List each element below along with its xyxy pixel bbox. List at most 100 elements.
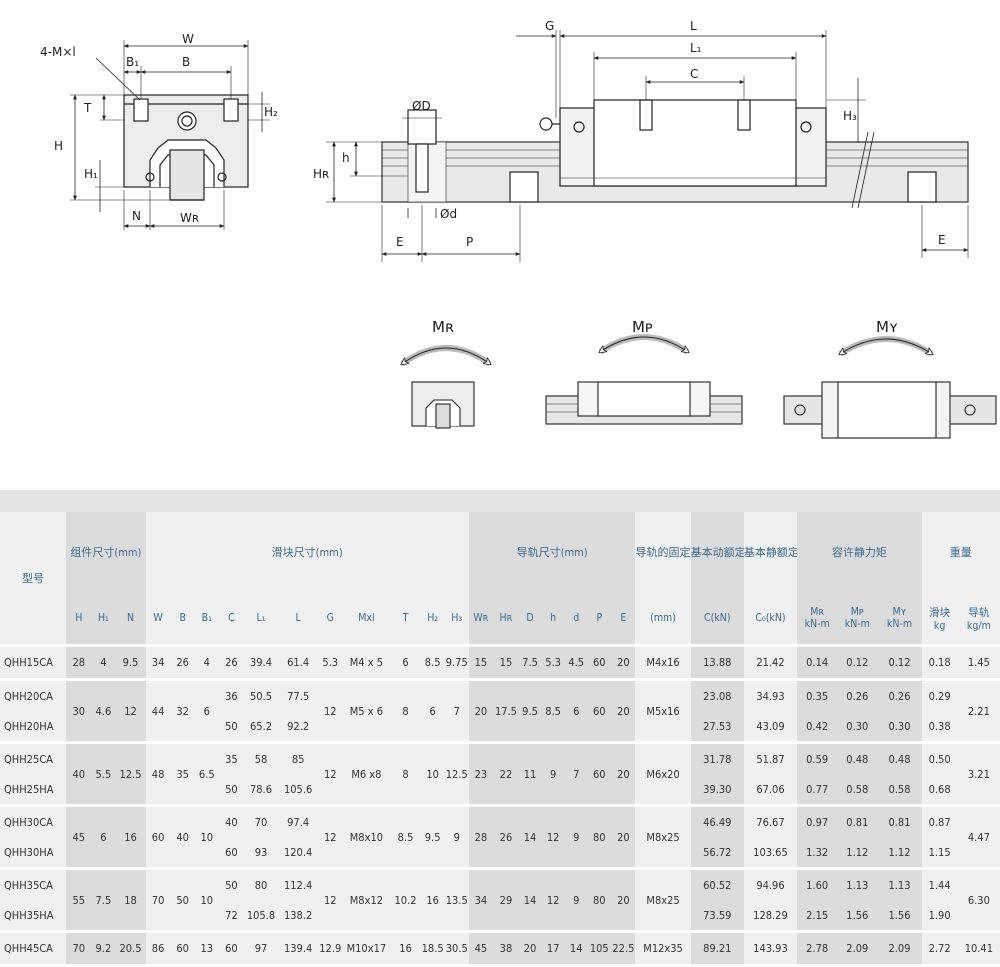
cell-g: 12 — [318, 741, 343, 806]
label-e: E — [396, 235, 404, 249]
cell-t: 6 — [390, 644, 421, 680]
cell-h-small: 17 — [541, 930, 566, 964]
cell-h2: 9.5 — [420, 804, 445, 869]
cell-h2: 16 — [420, 867, 445, 932]
cell-c: 40 — [218, 804, 244, 837]
cell-dyn: 46.49 — [690, 804, 744, 837]
cell-b: 40 — [170, 804, 195, 869]
sub-c: C — [218, 592, 244, 646]
cell-wr: 23 — [468, 741, 493, 806]
sub-block-weight-name: 滑块 — [929, 606, 951, 619]
cell-w: 60 — [145, 804, 171, 869]
header-row-2: H H₁ N W B B₁ C L₁ L G Mxl T H₂ H₃ Wʀ Hʀ… — [0, 592, 1000, 646]
cell-block-kg: 1.15 — [921, 837, 958, 869]
label-h3: H₃ — [843, 109, 857, 123]
table-row: QHH25HA 50 78.6 105.6 39.30 67.06 0.77 0… — [0, 774, 1000, 806]
cell-l: 105.6 — [278, 774, 319, 806]
cell-p: 60 — [587, 644, 612, 680]
cell-model: QHH25HA — [0, 774, 67, 806]
cell-h1: 6 — [91, 804, 116, 869]
sub-mp-unit: kN-m — [844, 618, 870, 630]
cell-my: 0.12 — [877, 644, 922, 680]
cell-mxl: M4 x 5 — [342, 644, 391, 680]
cell-p: 105 — [587, 930, 612, 964]
cell-dyn: 60.52 — [690, 867, 744, 900]
cell-hr: 17.5 — [492, 678, 519, 743]
cell-h3: 9 — [444, 804, 469, 869]
sub-w: W — [145, 592, 171, 646]
cell-model: QHH20HA — [0, 711, 67, 743]
cell-c: 60 — [218, 837, 244, 869]
label-p: P — [466, 235, 473, 249]
cell-hr: 15 — [492, 644, 519, 680]
cell-my: 1.13 — [877, 867, 922, 900]
cell-d-small: 9 — [565, 804, 588, 869]
cell-c: 36 — [218, 678, 244, 711]
cell-n: 12 — [115, 678, 146, 743]
cell-l: 97.4 — [278, 804, 319, 837]
cell-d-small: 4.5 — [565, 644, 588, 680]
cell-dyn: 73.59 — [690, 900, 744, 932]
label-h: H — [54, 139, 63, 153]
cell-my: 0.58 — [877, 774, 922, 806]
sub-g: G — [318, 592, 343, 646]
cell-mp: 0.30 — [837, 711, 878, 743]
cell-d-big: 14 — [519, 867, 542, 932]
cell-wr: 20 — [468, 678, 493, 743]
cell-block-kg: 0.18 — [921, 644, 958, 680]
sub-mp-name: Mᴘ — [850, 606, 864, 618]
cell-model: QHH45CA — [0, 930, 67, 964]
sub-l: L — [278, 592, 319, 646]
cell-mr: 1.60 — [797, 867, 838, 900]
cell-h-small: 12 — [541, 804, 566, 869]
label-l1: L₁ — [690, 41, 702, 55]
label-b1: B₁ — [126, 55, 139, 69]
moment-labels: Mʀ Mᴘ Mʏ — [432, 318, 898, 336]
cell-mr: 2.78 — [797, 930, 838, 964]
cell-my: 0.26 — [877, 678, 922, 711]
cell-h: 45 — [66, 804, 92, 869]
sub-p: P — [587, 592, 612, 646]
cell-block-kg: 2.72 — [921, 930, 958, 964]
label-my: Mʏ — [876, 318, 898, 336]
sub-my-name: Mʏ — [892, 606, 907, 618]
label-t: T — [83, 101, 92, 115]
table-top-band — [0, 490, 1000, 512]
cell-stat: 76.67 — [743, 804, 798, 837]
cell-h2: 6 — [420, 678, 445, 743]
table-row: QHH45CA 70 9.2 20.5 86 60 13 60 97 139.4… — [0, 930, 1000, 964]
cell-g: 5.3 — [318, 644, 343, 680]
front-view-labels: 4-M×l W B₁ B T H₂ H H₁ N Wʀ — [40, 32, 278, 225]
cell-b1: 6.5 — [194, 741, 219, 806]
cell-l: 139.4 — [278, 930, 319, 964]
cell-w: 86 — [145, 930, 171, 964]
sub-h1: H₁ — [91, 592, 116, 646]
cell-t: 16 — [390, 930, 421, 964]
sub-bolt-unit: (mm) — [635, 592, 691, 646]
sub-hr: Hʀ — [492, 592, 519, 646]
cell-g: 12 — [318, 678, 343, 743]
label-l: L — [690, 19, 697, 33]
cell-bolt: M8x25 — [635, 867, 691, 932]
cell-stat: 43.09 — [743, 711, 798, 743]
cell-t: 8.5 — [390, 804, 421, 869]
label-h2: H₂ — [264, 105, 278, 119]
cell-rail-kgm: 3.21 — [957, 741, 1000, 806]
cell-mp: 0.26 — [837, 678, 878, 711]
cell-h2: 18.5 — [420, 930, 445, 964]
cell-h-small: 5.3 — [541, 644, 566, 680]
sub-d-big: D — [519, 592, 542, 646]
cell-h1: 5.5 — [91, 741, 116, 806]
label-w: W — [182, 32, 194, 46]
sub-rail-weight-unit: kg/m — [966, 619, 991, 632]
cell-stat: 21.42 — [743, 644, 798, 680]
cell-model: QHH30HA — [0, 837, 67, 869]
cell-p: 80 — [587, 867, 612, 932]
cell-stat: 143.93 — [743, 930, 798, 964]
cell-g: 12.9 — [318, 930, 343, 964]
label-h-small: h — [342, 151, 350, 165]
